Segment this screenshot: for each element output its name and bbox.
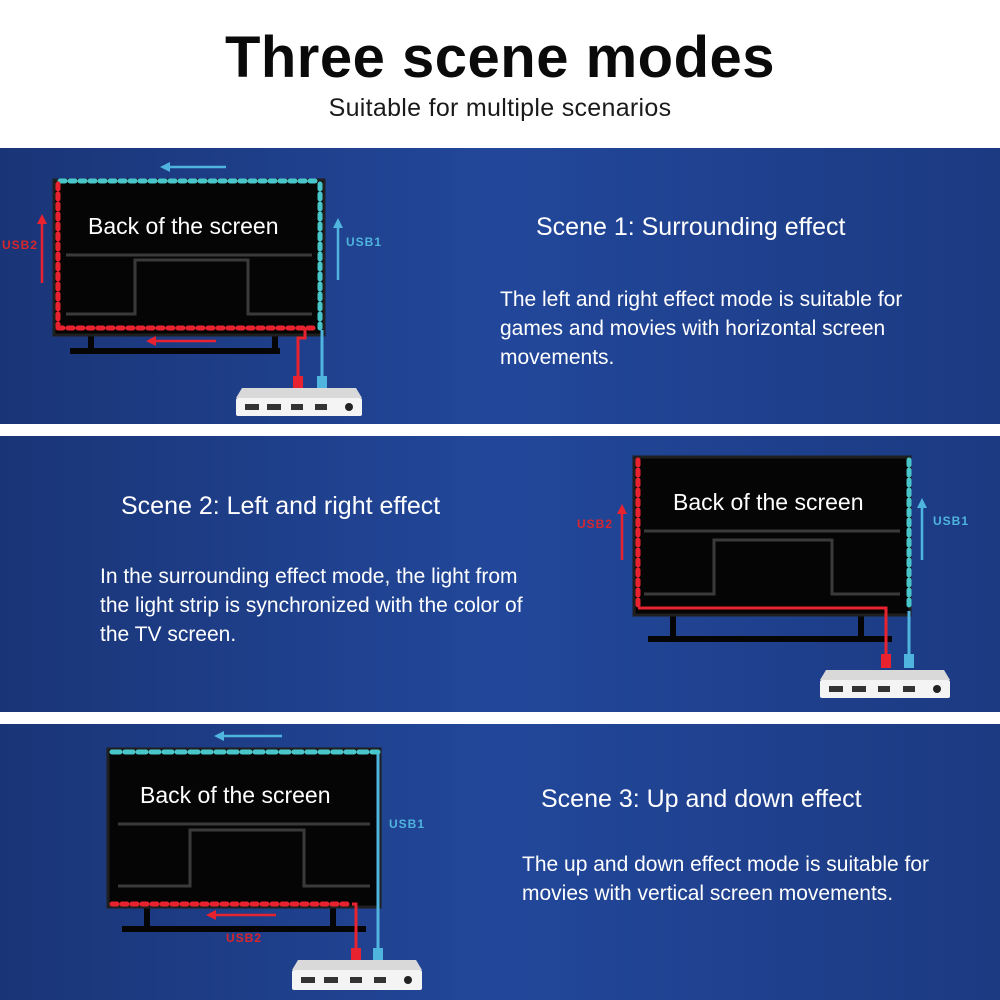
usb1-plug xyxy=(317,376,327,390)
usb2-cable xyxy=(296,328,307,380)
usb2-cable xyxy=(638,606,888,658)
hdmi-port xyxy=(324,977,338,983)
scene-description: The up and down effect mode is suitable … xyxy=(522,853,930,905)
usb-port xyxy=(291,404,303,410)
usb2-label: USB2 xyxy=(577,517,614,531)
tv-back-panel xyxy=(644,538,900,596)
scene-title: Scene 2: Left and right effect xyxy=(121,492,441,520)
power-button xyxy=(404,976,412,984)
tv-stand-base xyxy=(122,926,366,932)
usb-port xyxy=(350,977,362,983)
power-button xyxy=(933,685,941,693)
scene-description: In the surrounding effect mode, the ligh… xyxy=(100,565,523,646)
usb-port xyxy=(903,686,915,692)
tv-back-panel xyxy=(118,828,370,888)
usb-port xyxy=(878,686,890,692)
usb1-label: USB1 xyxy=(389,817,426,831)
usb1-plug xyxy=(904,654,914,668)
usb2-label: USB2 xyxy=(226,931,263,945)
usb2-plug xyxy=(351,948,361,962)
scene-3-illustration xyxy=(106,731,422,990)
tv-stand-leg-right xyxy=(858,616,864,638)
tv-stand-leg-left xyxy=(144,908,150,928)
usb2-plug xyxy=(293,376,303,390)
tv-back xyxy=(632,455,912,617)
tv-back xyxy=(106,747,382,909)
header: Three scene modes Suitable for multiple … xyxy=(0,0,1000,148)
scene-title: Scene 1: Surrounding effect xyxy=(536,213,846,241)
scene-3-panel: Back of the screen USB1 USB2 Scene 3: Up… xyxy=(0,724,1000,1000)
tv-stand-leg-left xyxy=(88,336,94,350)
tv-back-label: Back of the screen xyxy=(88,213,279,239)
tv-back xyxy=(52,178,326,337)
tv-stand-base xyxy=(648,636,892,642)
usb-port xyxy=(315,404,327,410)
page-subtitle: Suitable for multiple scenarios xyxy=(328,94,672,122)
usb-port xyxy=(374,977,386,983)
power-button xyxy=(345,403,353,411)
usb1-label: USB1 xyxy=(346,235,383,249)
tv-stand-leg-left xyxy=(670,616,676,638)
tv-back-label: Back of the screen xyxy=(673,489,864,515)
page-title: Three scene modes xyxy=(224,25,776,90)
scene-title: Scene 3: Up and down effect xyxy=(541,785,862,813)
scene-2-panel: Back of the screen USB2 USB1 Scene 2: Le… xyxy=(0,436,1000,712)
usb2-label: USB2 xyxy=(2,238,39,252)
scene-1-illustration xyxy=(37,162,362,416)
tv-stand-leg-right xyxy=(330,908,336,928)
scene-1-panel: Back of the screen USB2 USB1 Scene 1: Su… xyxy=(0,148,1000,424)
scene-description: The left and right effect mode is suitab… xyxy=(500,288,903,369)
usb2-plug xyxy=(881,654,891,668)
usb1-plug xyxy=(373,948,383,962)
usb2-cable xyxy=(352,902,358,952)
tv-back-label: Back of the screen xyxy=(140,782,331,808)
tv-stand-base xyxy=(70,348,280,354)
hdmi-port xyxy=(245,404,259,410)
tv-stand-leg-right xyxy=(272,336,278,350)
usb1-label: USB1 xyxy=(933,514,970,528)
hdmi-port xyxy=(267,404,281,410)
tv-back-panel xyxy=(66,258,312,316)
hdmi-port xyxy=(301,977,315,983)
hdmi-port xyxy=(852,686,866,692)
scene-2-illustration xyxy=(617,455,950,698)
hdmi-port xyxy=(829,686,843,692)
